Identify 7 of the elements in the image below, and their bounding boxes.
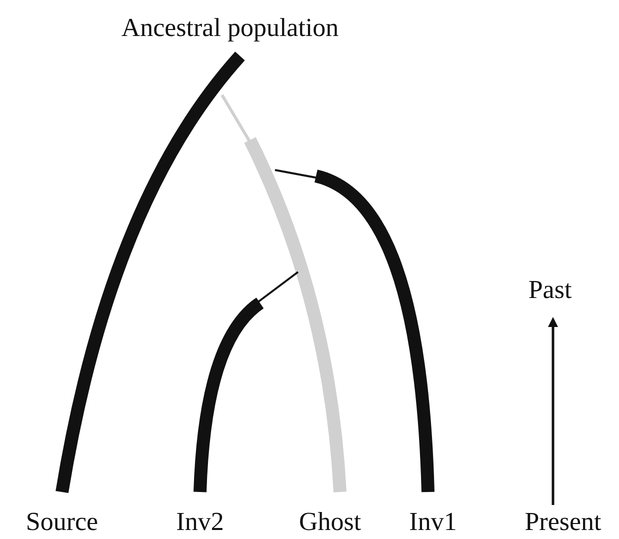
ancestor-label: Ancestral population: [121, 15, 339, 41]
population-label: Inv2: [176, 509, 224, 535]
population-label: Inv1: [409, 509, 457, 535]
time-label: Present: [524, 509, 602, 535]
time-label: Past: [528, 277, 572, 303]
population-label: Ghost: [298, 509, 362, 535]
population-label: Source: [26, 509, 98, 535]
